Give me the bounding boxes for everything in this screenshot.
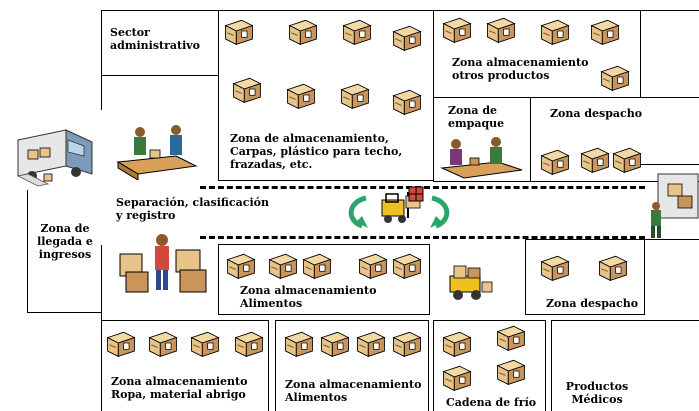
cycle-arrow-icon: [428, 194, 454, 230]
wall: [525, 239, 526, 315]
box-icon: [598, 60, 632, 94]
wall: [27, 190, 28, 312]
corridor-line-bottom: [200, 236, 645, 239]
box-icon: [596, 250, 630, 284]
wall: [218, 314, 430, 315]
box-icon: [538, 144, 572, 178]
box-icon: [230, 72, 264, 106]
workers-icon: [116, 120, 198, 180]
wall: [433, 320, 545, 321]
box-icon: [356, 248, 390, 282]
box-icon: [494, 320, 528, 354]
wall: [644, 239, 645, 315]
box-icon: [224, 248, 258, 282]
box-icon: [440, 12, 474, 46]
box-icon: [588, 14, 622, 48]
truck-icon: [8, 126, 100, 188]
cycle-arrow-icon: [344, 194, 370, 230]
wall: [268, 320, 269, 411]
box-icon: [390, 326, 424, 360]
wall: [433, 181, 699, 182]
wall: [101, 10, 102, 110]
wall: [275, 320, 428, 321]
label-sector-administrativo: Sector administrativo: [110, 26, 200, 52]
label-zona-almacenamiento-alimentos-mid: Zona almacenamiento Alimentos: [240, 284, 377, 310]
wall: [530, 97, 531, 181]
workers-icon: [118, 232, 210, 294]
wall: [545, 320, 546, 411]
box-icon: [610, 142, 644, 176]
box-icon: [484, 12, 518, 46]
box-icon: [222, 14, 256, 48]
wall: [275, 320, 276, 411]
box-icon: [440, 326, 474, 360]
wall: [101, 75, 219, 76]
box-icon: [340, 14, 374, 48]
label-cadena-frio: Cadena de frío: [446, 396, 537, 409]
box-icon: [318, 326, 352, 360]
wall: [27, 312, 102, 313]
wall: [640, 10, 641, 98]
wall: [101, 312, 102, 313]
label-zona-almacenamiento-ropa: Zona almacenamiento Ropa, material abrig…: [111, 375, 248, 401]
wall: [433, 97, 699, 98]
box-icon: [338, 78, 372, 112]
box-icon: [282, 326, 316, 360]
box-icon: [354, 326, 388, 360]
box-icon: [104, 326, 138, 360]
label-zona-llegada: Zona de llegada e ingresos: [37, 222, 93, 261]
wall: [525, 314, 645, 315]
label-zona-empaque: Zona de empaque: [448, 104, 505, 130]
label-zona-despacho-top: Zona despacho: [550, 107, 643, 120]
box-icon: [286, 14, 320, 48]
wall: [640, 164, 699, 165]
label-zona-almacenamiento-alimentos-bottom: Zona almacenamiento Alimentos: [285, 378, 422, 404]
box-icon: [538, 14, 572, 48]
wall: [101, 320, 269, 321]
wall: [218, 10, 219, 180]
wall: [101, 245, 102, 411]
wall: [433, 10, 434, 182]
label-separacion: Separación, clasificación y registro: [116, 196, 269, 222]
wall: [218, 180, 433, 181]
wall: [551, 320, 699, 321]
box-icon: [390, 84, 424, 118]
box-icon: [578, 142, 612, 176]
box-icon: [188, 326, 222, 360]
box-icon: [232, 326, 266, 360]
wall: [218, 244, 219, 314]
wall: [433, 320, 434, 411]
box-icon: [266, 248, 300, 282]
box-icon: [284, 78, 318, 112]
wall: [429, 244, 430, 315]
box-icon: [300, 248, 334, 282]
wall: [551, 320, 552, 411]
box-icon: [494, 354, 528, 388]
box-icon: [538, 250, 572, 284]
box-icon: [390, 248, 424, 282]
wall: [218, 244, 430, 245]
box-icon: [146, 326, 180, 360]
label-zona-despacho-mid: Zona despacho: [546, 297, 639, 310]
wall: [525, 239, 645, 240]
label-productos-medicos: Productos Médicos: [565, 380, 629, 406]
loader-icon: [444, 262, 496, 302]
wall: [644, 239, 699, 240]
box-icon: [440, 360, 474, 394]
wall: [428, 320, 429, 411]
box-icon: [390, 20, 424, 54]
loader-icon: [648, 170, 699, 240]
label-zona-almacenamiento-carpas: Zona de almacenamiento, Carpas, plástico…: [230, 132, 403, 171]
label-zona-almacenamiento-otros: Zona almacenamiento otros productos: [452, 56, 589, 82]
wall: [101, 10, 699, 11]
pallet-icon: [408, 186, 424, 202]
workers-icon: [440, 136, 524, 180]
